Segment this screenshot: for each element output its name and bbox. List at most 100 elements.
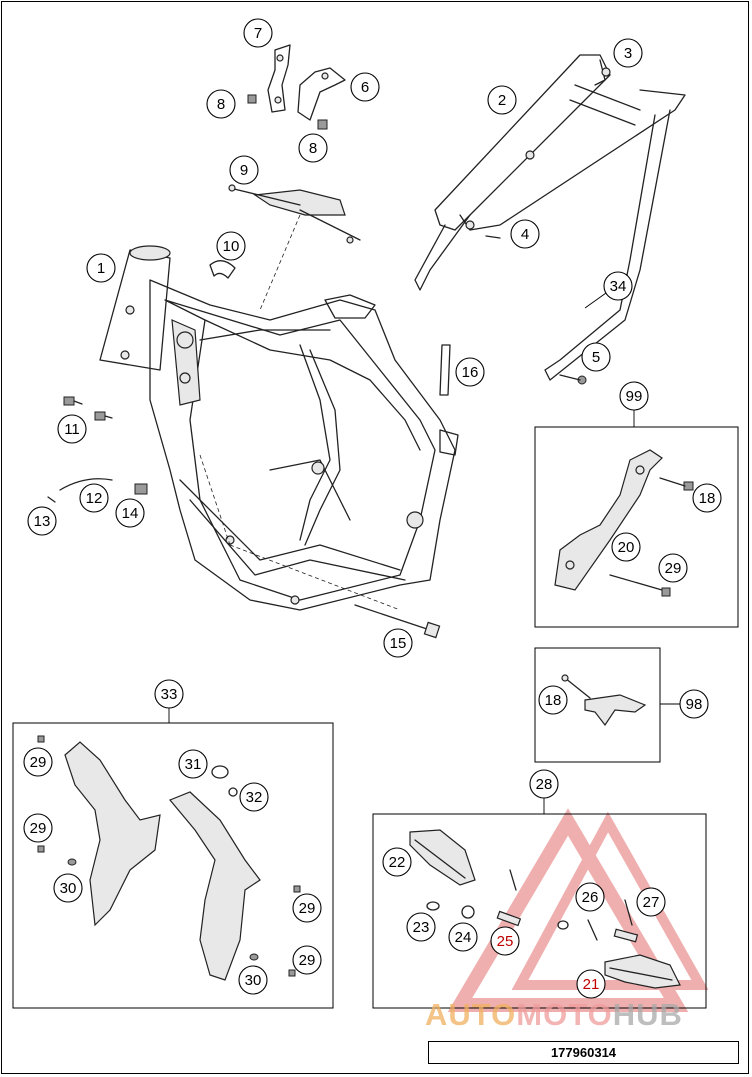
callout-8: 8 — [298, 133, 328, 163]
callout-label: 12 — [86, 490, 103, 507]
callout-6: 6 — [350, 72, 380, 102]
callout-label: 24 — [455, 929, 472, 946]
callout-circle — [603, 271, 633, 301]
callout-circle — [178, 749, 208, 779]
callout-circle — [298, 133, 328, 163]
callout-circle — [292, 945, 322, 975]
callout-circle — [658, 553, 688, 583]
callout-label: 32 — [246, 789, 263, 806]
callout-label: 34 — [610, 278, 627, 295]
callout-1: 1 — [86, 253, 116, 283]
callout-label: 27 — [643, 894, 660, 911]
callout-circle — [692, 483, 722, 513]
callout-circle — [448, 922, 478, 952]
callout-7: 7 — [243, 18, 273, 48]
callout-5: 5 — [581, 342, 611, 372]
group-box-28 — [372, 813, 707, 1009]
callout-24: 24 — [448, 922, 478, 952]
callout-label: 30 — [245, 972, 262, 989]
callout-circle — [115, 498, 145, 528]
callout-circle — [216, 231, 246, 261]
watermark-part-moto: MOTO — [516, 997, 613, 1032]
part-9-drawing — [228, 184, 361, 311]
callout-label: 26 — [582, 889, 599, 906]
callout-label: 20 — [618, 539, 635, 556]
callout-29: 29 — [292, 945, 322, 975]
callout-16: 16 — [455, 357, 485, 387]
callout-3: 3 — [613, 38, 643, 68]
callout-label: 29 — [299, 900, 316, 917]
callout-circle — [23, 813, 53, 843]
callout-label: 11 — [64, 421, 80, 438]
axle-bolt-15 — [354, 604, 441, 639]
callout-circle — [382, 847, 412, 877]
callout-circle — [576, 969, 606, 999]
callout-circle — [154, 679, 184, 709]
callout-circle — [529, 769, 559, 799]
callout-circle — [229, 155, 259, 185]
callout-label: 9 — [240, 162, 248, 179]
document-number: 177960314 — [428, 1041, 739, 1064]
callout-label: 10 — [223, 238, 240, 255]
callout-circle — [575, 882, 605, 912]
watermark-part-auto: AUTO — [425, 997, 517, 1032]
callout-30: 30 — [53, 873, 83, 903]
callout-label: 25 — [497, 933, 514, 950]
callout-20: 20 — [611, 532, 641, 562]
group-box-98 — [534, 647, 661, 763]
callout-10: 10 — [216, 231, 246, 261]
callout-label: 29 — [665, 560, 682, 577]
callout-circle — [636, 887, 666, 917]
callout-circle — [86, 253, 116, 283]
callout-circle — [619, 381, 649, 411]
callout-label: 29 — [299, 952, 316, 969]
callout-12: 12 — [79, 483, 109, 513]
callout-18: 18 — [538, 685, 568, 715]
callout-label: 21 — [583, 976, 600, 993]
group-box-33 — [12, 722, 334, 1009]
watermark-part-hub: HUB — [612, 997, 683, 1032]
callout-label: 18 — [545, 692, 562, 709]
group-box-99 — [534, 426, 739, 628]
brackets-6-7-8 — [247, 44, 346, 130]
callout-2: 2 — [487, 85, 517, 115]
callout-label: 2 — [498, 92, 506, 109]
callout-label: 5 — [592, 349, 600, 366]
callout-label: 31 — [185, 756, 202, 773]
callout-circle — [23, 747, 53, 777]
callout-23: 23 — [406, 912, 436, 942]
clamp-10-drawing — [209, 260, 236, 279]
callout-4: 4 — [510, 219, 540, 249]
callout-circle — [239, 782, 269, 812]
part-33-drawing — [37, 735, 301, 981]
callout-label: 14 — [122, 505, 139, 522]
callout-label: 3 — [624, 45, 632, 62]
callout-label: 6 — [361, 79, 369, 96]
callout-circle — [490, 926, 520, 956]
callout-circle — [350, 72, 380, 102]
callout-label: 98 — [686, 696, 703, 713]
callout-label: 4 — [521, 226, 529, 243]
callout-circle — [57, 414, 87, 444]
small-parts-drawing — [47, 344, 451, 503]
callout-18: 18 — [692, 483, 722, 513]
callout-11: 11 — [57, 414, 87, 444]
watermark-logo: AUTOMOTOHUB — [425, 997, 683, 1033]
callout-circle — [383, 628, 413, 658]
callout-circle — [613, 38, 643, 68]
callout-27: 27 — [636, 887, 666, 917]
callout-22: 22 — [382, 847, 412, 877]
callout-label: 28 — [536, 776, 553, 793]
callout-circle — [53, 873, 83, 903]
callout-label: 16 — [462, 364, 479, 381]
callout-99: 99 — [619, 381, 649, 411]
callout-8: 8 — [206, 89, 236, 119]
callout-circle — [538, 685, 568, 715]
callout-circle — [292, 893, 322, 923]
callout-25: 25 — [490, 926, 520, 956]
callout-label: 8 — [309, 140, 317, 157]
callout-29: 29 — [292, 893, 322, 923]
callout-circle — [238, 965, 268, 995]
callout-circle — [206, 89, 236, 119]
